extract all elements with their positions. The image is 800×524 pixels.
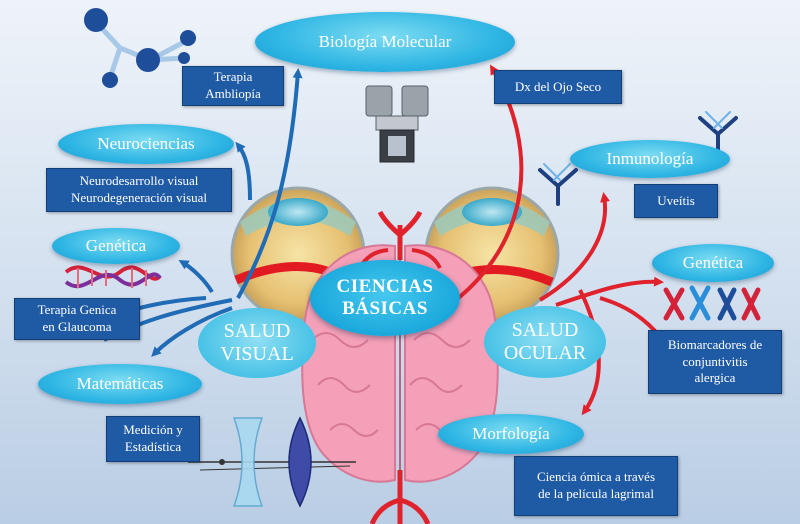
antibody-icon <box>538 111 738 206</box>
uveitis-line-1: Uveítis <box>657 192 695 208</box>
salud-visual-line-2: VISUAL <box>220 343 294 365</box>
central-line-2: BÁSICAS <box>342 298 428 319</box>
central-ciencias-basicas: CIENCIAS BÁSICAS <box>310 260 460 336</box>
oval-neurociencias: Neurociencias <box>58 124 234 164</box>
terapia-genica-line-1: Terapia Genica <box>37 302 117 318</box>
label-genetica-left: Genética <box>85 235 147 255</box>
box-ciencia-omica: Ciencia ómica a través de la película la… <box>514 456 678 516</box>
microscope-icon <box>365 85 429 163</box>
chromosomes-icon <box>663 285 761 321</box>
medicion-line-2: Estadística <box>124 439 182 454</box>
salud-visual-line-1: SALUD <box>223 320 291 342</box>
terapia-genica-line-2: en Glaucoma <box>42 319 112 334</box>
ciencia-omica-line-2: de la película lagrimal <box>538 486 654 501</box>
ciencia-omica-line-1: Ciencia ómica a través <box>536 469 656 485</box>
box-neuro: Neurodesarrollo visual Neurodegeneración… <box>46 168 232 212</box>
box-biomarcadores: Biomarcadores de conjuntivitis alergica <box>648 330 782 394</box>
label-morfologia: Morfología <box>472 423 550 443</box>
label-matematicas: Matemáticas <box>76 373 164 393</box>
box-medicion: Medición y Estadística <box>106 416 200 462</box>
lens-optics-icon <box>188 416 356 508</box>
salud-ocular: SALUD OCULAR <box>484 306 606 378</box>
salud-ocular-line-1: SALUD <box>511 319 579 341</box>
medicion-line-1: Medición y <box>123 422 183 438</box>
box-terapia-genica: Terapia Genica en Glaucoma <box>14 298 140 340</box>
label-biologia-molecular: Biología Molecular <box>318 31 452 51</box>
oval-genetica-right: Genética <box>652 244 774 282</box>
terapia-ambliopia-line-1: Terapia <box>213 69 253 85</box>
dna-helix-icon <box>64 265 162 289</box>
box-uveitis: Uveítis <box>634 184 718 218</box>
oval-genetica-left: Genética <box>52 228 180 264</box>
salud-visual: SALUD VISUAL <box>198 308 316 378</box>
neuro-line-1: Neurodesarrollo visual <box>79 173 199 189</box>
central-line-1: CIENCIAS <box>336 276 434 298</box>
oval-biologia-molecular: Biología Molecular <box>255 12 515 72</box>
salud-ocular-line-2: OCULAR <box>503 342 587 364</box>
label-neurociencias: Neurociencias <box>97 133 195 153</box>
box-terapia-ambliopia: Terapia Ambliopía <box>182 66 284 106</box>
oval-matematicas: Matemáticas <box>38 364 202 404</box>
neuro-line-2: Neurodegeneración visual <box>70 190 208 205</box>
terapia-ambliopia-line-2: Ambliopía <box>205 86 261 101</box>
box-dx-ojo-seco: Dx del Ojo Seco <box>494 70 622 104</box>
biomarcadores-line-1: Biomarcadores de <box>667 336 763 352</box>
biomarcadores-line-3: alergica <box>694 370 736 386</box>
oval-morfologia: Morfología <box>438 414 584 454</box>
molecule-icon <box>84 8 196 88</box>
dx-ojo-seco-line-1: Dx del Ojo Seco <box>514 78 602 94</box>
label-inmunologia: Inmunología <box>606 148 694 168</box>
biomarcadores-line-2: conjuntivitis <box>682 353 748 369</box>
oval-inmunologia: Inmunología <box>570 140 730 178</box>
label-genetica-right: Genética <box>682 252 744 272</box>
